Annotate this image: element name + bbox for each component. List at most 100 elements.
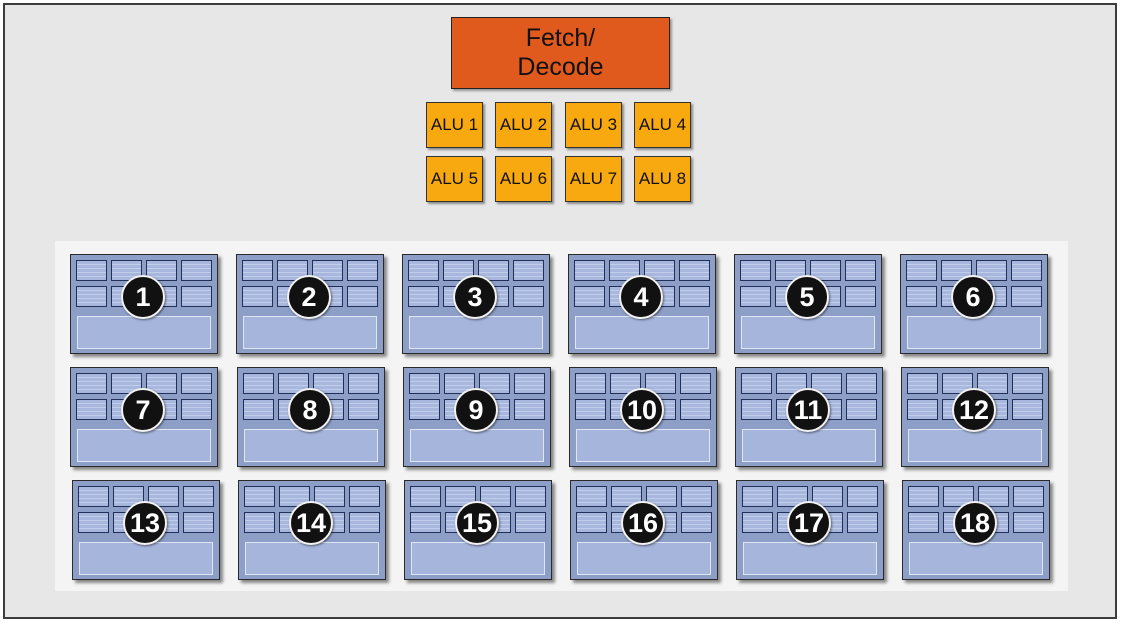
core-number-badge: 16 (621, 501, 665, 545)
core-alu-unit (314, 486, 345, 507)
core-alu-unit (479, 373, 510, 394)
core-alu-unit (646, 486, 677, 507)
alu-1: ALU 1 (426, 102, 483, 148)
alu-6: ALU 6 (495, 156, 552, 202)
core-context-storage (741, 316, 875, 349)
core-alu-unit (644, 260, 675, 281)
core-alu-unit (846, 373, 877, 394)
core-number-badge: 9 (454, 388, 498, 432)
alu-2: ALU 2 (495, 102, 552, 148)
core-alu-unit (78, 512, 109, 533)
core-12: 12 (901, 367, 1049, 467)
core-alu-unit (515, 512, 546, 533)
alu-3: ALU 3 (565, 102, 622, 148)
core-context-storage (743, 542, 877, 575)
core-alu-unit (183, 486, 214, 507)
core-9: 9 (403, 367, 551, 467)
core-alu-unit (409, 399, 440, 420)
core-alu-unit (76, 373, 107, 394)
core-number-badge: 11 (786, 388, 830, 432)
core-alu-unit (847, 486, 878, 507)
core-alu-unit (575, 399, 606, 420)
core-alu-unit (312, 260, 343, 281)
core-context-storage (77, 316, 211, 349)
core-context-storage (577, 542, 711, 575)
core-alu-unit (978, 486, 1009, 507)
core-4: 4 (568, 254, 716, 354)
core-alu-unit (906, 260, 937, 281)
core-alu-unit (480, 486, 511, 507)
alu-7: ALU 7 (565, 156, 622, 202)
core-number-badge: 8 (288, 388, 332, 432)
core-context-storage (79, 542, 213, 575)
core-alu-unit (513, 260, 544, 281)
core-alu-unit (348, 373, 379, 394)
core-alu-unit (907, 399, 938, 420)
core-alu-unit (810, 260, 841, 281)
core-alu-unit (1013, 486, 1044, 507)
core-6: 6 (900, 254, 1048, 354)
core-number-badge: 6 (951, 275, 995, 319)
core-alu-unit (741, 373, 772, 394)
core-number-badge: 7 (121, 388, 165, 432)
core-alu-unit (679, 260, 710, 281)
core-alu-unit (1011, 286, 1042, 307)
core-alu-unit (576, 486, 607, 507)
core-alu-unit (1012, 373, 1043, 394)
core-number-badge: 13 (123, 501, 167, 545)
fetch-decode-block: Fetch/ Decode (451, 17, 670, 89)
core-16: 16 (570, 480, 718, 580)
core-alu-unit (408, 260, 439, 281)
core-context-storage (575, 316, 709, 349)
core-alu-unit (1011, 260, 1042, 281)
core-alu-unit (907, 373, 938, 394)
core-alu-unit (847, 512, 878, 533)
core-8: 8 (237, 367, 385, 467)
core-1: 1 (70, 254, 218, 354)
core-7: 7 (70, 367, 218, 467)
core-alu-unit (740, 260, 771, 281)
core-alu-unit (313, 373, 344, 394)
core-alu-unit (908, 486, 939, 507)
core-alu-unit (680, 373, 711, 394)
core-alu-unit (349, 486, 380, 507)
core-alu-unit (908, 512, 939, 533)
core-context-storage (909, 542, 1043, 575)
core-11: 11 (735, 367, 883, 467)
core-alu-unit (181, 260, 212, 281)
core-alu-unit (1012, 399, 1043, 420)
core-alu-unit (242, 260, 273, 281)
alu-5: ALU 5 (426, 156, 483, 202)
core-13: 13 (72, 480, 220, 580)
core-alu-unit (409, 373, 440, 394)
core-alu-unit (408, 286, 439, 307)
core-alu-unit (574, 286, 605, 307)
core-alu-unit (977, 373, 1008, 394)
core-alu-unit (513, 286, 544, 307)
core-alu-unit (181, 399, 212, 420)
core-15: 15 (404, 480, 552, 580)
core-number-badge: 18 (953, 501, 997, 545)
core-alu-unit (574, 260, 605, 281)
core-number-badge: 10 (620, 388, 664, 432)
core-alu-unit (76, 286, 107, 307)
core-number-badge: 17 (787, 501, 831, 545)
core-alu-unit (514, 399, 545, 420)
core-18: 18 (902, 480, 1050, 580)
core-alu-unit (681, 512, 712, 533)
core-context-storage (77, 429, 211, 462)
core-alu-unit (846, 399, 877, 420)
core-number-badge: 14 (289, 501, 333, 545)
core-alu-unit (244, 486, 275, 507)
core-alu-unit (146, 373, 177, 394)
core-context-storage (576, 429, 710, 462)
core-alu-unit (410, 512, 441, 533)
core-context-storage (411, 542, 545, 575)
core-context-storage (410, 429, 544, 462)
core-number-badge: 3 (453, 275, 497, 319)
core-context-storage (243, 316, 377, 349)
cores-panel: 1 2 3 4 5 6 7 8 9 10 11 12 13 14 15 16 1… (55, 241, 1068, 591)
core-alu-unit (243, 373, 274, 394)
core-alu-unit (812, 486, 843, 507)
core-3: 3 (402, 254, 550, 354)
